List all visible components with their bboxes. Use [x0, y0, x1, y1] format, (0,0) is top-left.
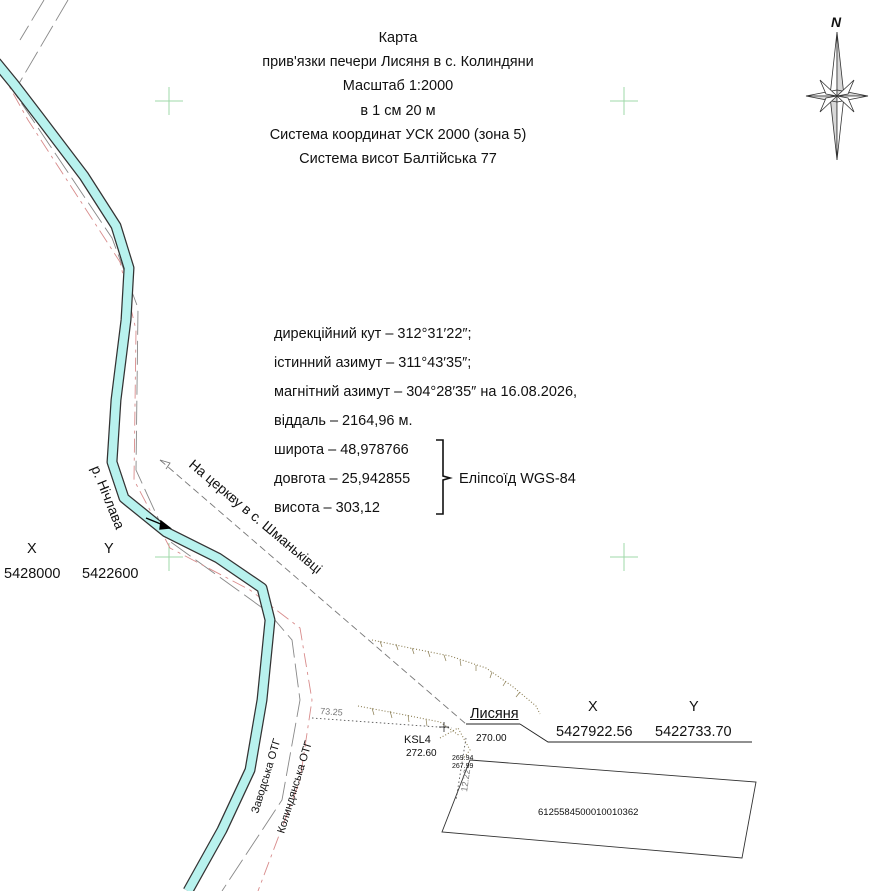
parcel-number-label: 6125584500010010362: [538, 807, 638, 818]
cave-leader-line: [466, 723, 752, 743]
title-line-5: Система координат УСК 2000 (зона 5): [269, 126, 527, 143]
kolyndianska-otg-label: Колиндянська ОТГ: [275, 739, 315, 834]
distance: віддаль – 2164,96 м.: [274, 413, 413, 429]
ravine-ticks: [371, 640, 521, 727]
boundary-lines-grey: [13, 0, 301, 891]
north-arrow-icon: [805, 31, 869, 161]
north-label: N: [831, 14, 842, 30]
land-parcel: [441, 759, 757, 859]
boundary-lines-red: [0, 69, 313, 891]
river-nichlava-fill: [0, 60, 275, 891]
altitude: висота – 303,12: [274, 500, 380, 516]
distance-73-label: 73.25: [320, 706, 343, 718]
title-line-4: в 1 см 20 м: [360, 102, 436, 119]
true-azimuth: істинний азимут – 311°43′35″;: [274, 355, 472, 371]
map-title-block: Карта прив'язки печери Лисяня в с. Колин…: [240, 26, 556, 171]
cave-elevation: 270.00: [476, 733, 507, 744]
church-direction-line: [159, 459, 467, 725]
left-x-header: X: [27, 541, 37, 557]
river-flow-arrow: [145, 517, 172, 530]
measure-lines: [311, 717, 467, 801]
ellipsoid-brace: [436, 439, 453, 515]
magnetic-azimuth: магнітний азимут – 304°28′35″ на 16.08.2…: [274, 384, 578, 400]
title-line-2: прив'язки печери Лисяня в с. Колиндяни: [262, 54, 534, 71]
cave-x-header: X: [588, 699, 598, 715]
grid-crosses: [155, 87, 638, 571]
cave-y-header: Y: [689, 699, 699, 715]
spot-height-a: 269.94: [452, 755, 474, 762]
cave-x-value: 5427922.56: [556, 724, 633, 740]
cave-name: Лисяня: [470, 706, 519, 722]
title-line-1: Карта: [378, 30, 418, 46]
spot-height-b: 267.99: [452, 763, 474, 770]
title-line-3: Масштаб 1:2000: [342, 78, 454, 95]
left-x-value: 5428000: [4, 566, 61, 582]
ellipsoid-label: Еліпсоїд WGS-84: [459, 471, 576, 487]
station-elevation: 272.60: [406, 748, 437, 759]
cave-y-value: 5422733.70: [655, 724, 732, 740]
title-line-6: Система висот Балтійська 77: [299, 151, 497, 168]
left-y-value: 5422600: [82, 566, 139, 582]
latitude: широта – 48,978766: [274, 442, 409, 458]
longitude: довгота – 25,942855: [274, 471, 411, 487]
direction-angle: дирекційний кут – 312°31′22″;: [274, 326, 472, 342]
river-nichlava: [0, 58, 276, 891]
station-ksl4-marker: [439, 722, 449, 732]
distance-12-label: 12.22: [459, 769, 472, 793]
ravine-hachure: [357, 639, 541, 761]
left-y-header: Y: [104, 541, 114, 557]
station-label: KSL4: [404, 734, 431, 746]
